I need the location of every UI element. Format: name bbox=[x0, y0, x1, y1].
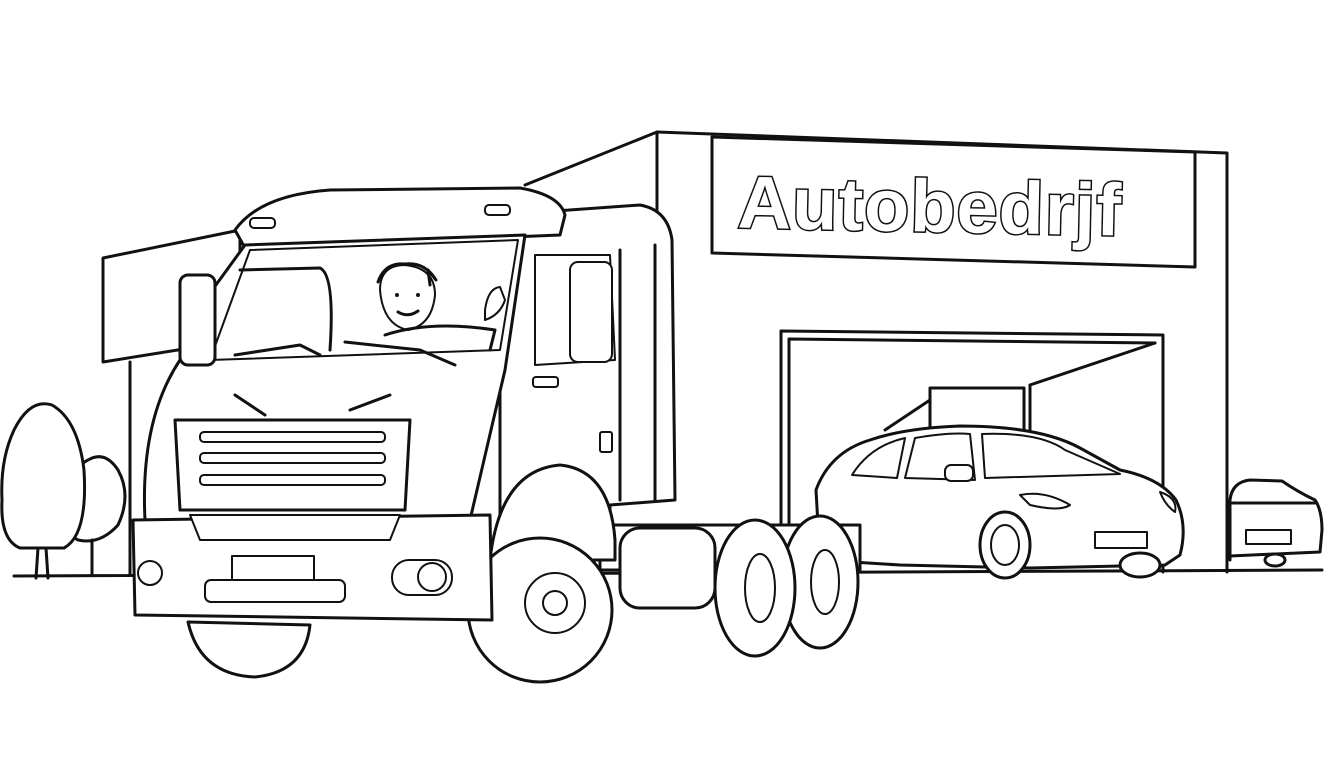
side-mirror bbox=[569, 261, 613, 363]
side-mirror bbox=[944, 464, 974, 482]
license-plate bbox=[1245, 529, 1292, 545]
garage-building: Autobedrjf bbox=[101, 130, 1229, 577]
windshield bbox=[209, 239, 519, 361]
left-mirror bbox=[178, 273, 217, 367]
driver bbox=[376, 262, 506, 352]
front-left-wheel bbox=[186, 620, 312, 679]
car bbox=[814, 424, 1185, 580]
sign-board bbox=[710, 135, 1197, 269]
parked-car-small bbox=[1228, 478, 1324, 568]
cab-roof bbox=[233, 186, 567, 250]
door-handle bbox=[532, 376, 559, 388]
trees bbox=[0, 402, 127, 580]
sign-text: Autobedrjf bbox=[737, 161, 1123, 252]
fog-light bbox=[137, 560, 163, 586]
fuel-tank bbox=[618, 526, 717, 610]
truck bbox=[131, 186, 862, 684]
garage-door-opening bbox=[779, 329, 1165, 574]
license-plate bbox=[1094, 531, 1148, 549]
